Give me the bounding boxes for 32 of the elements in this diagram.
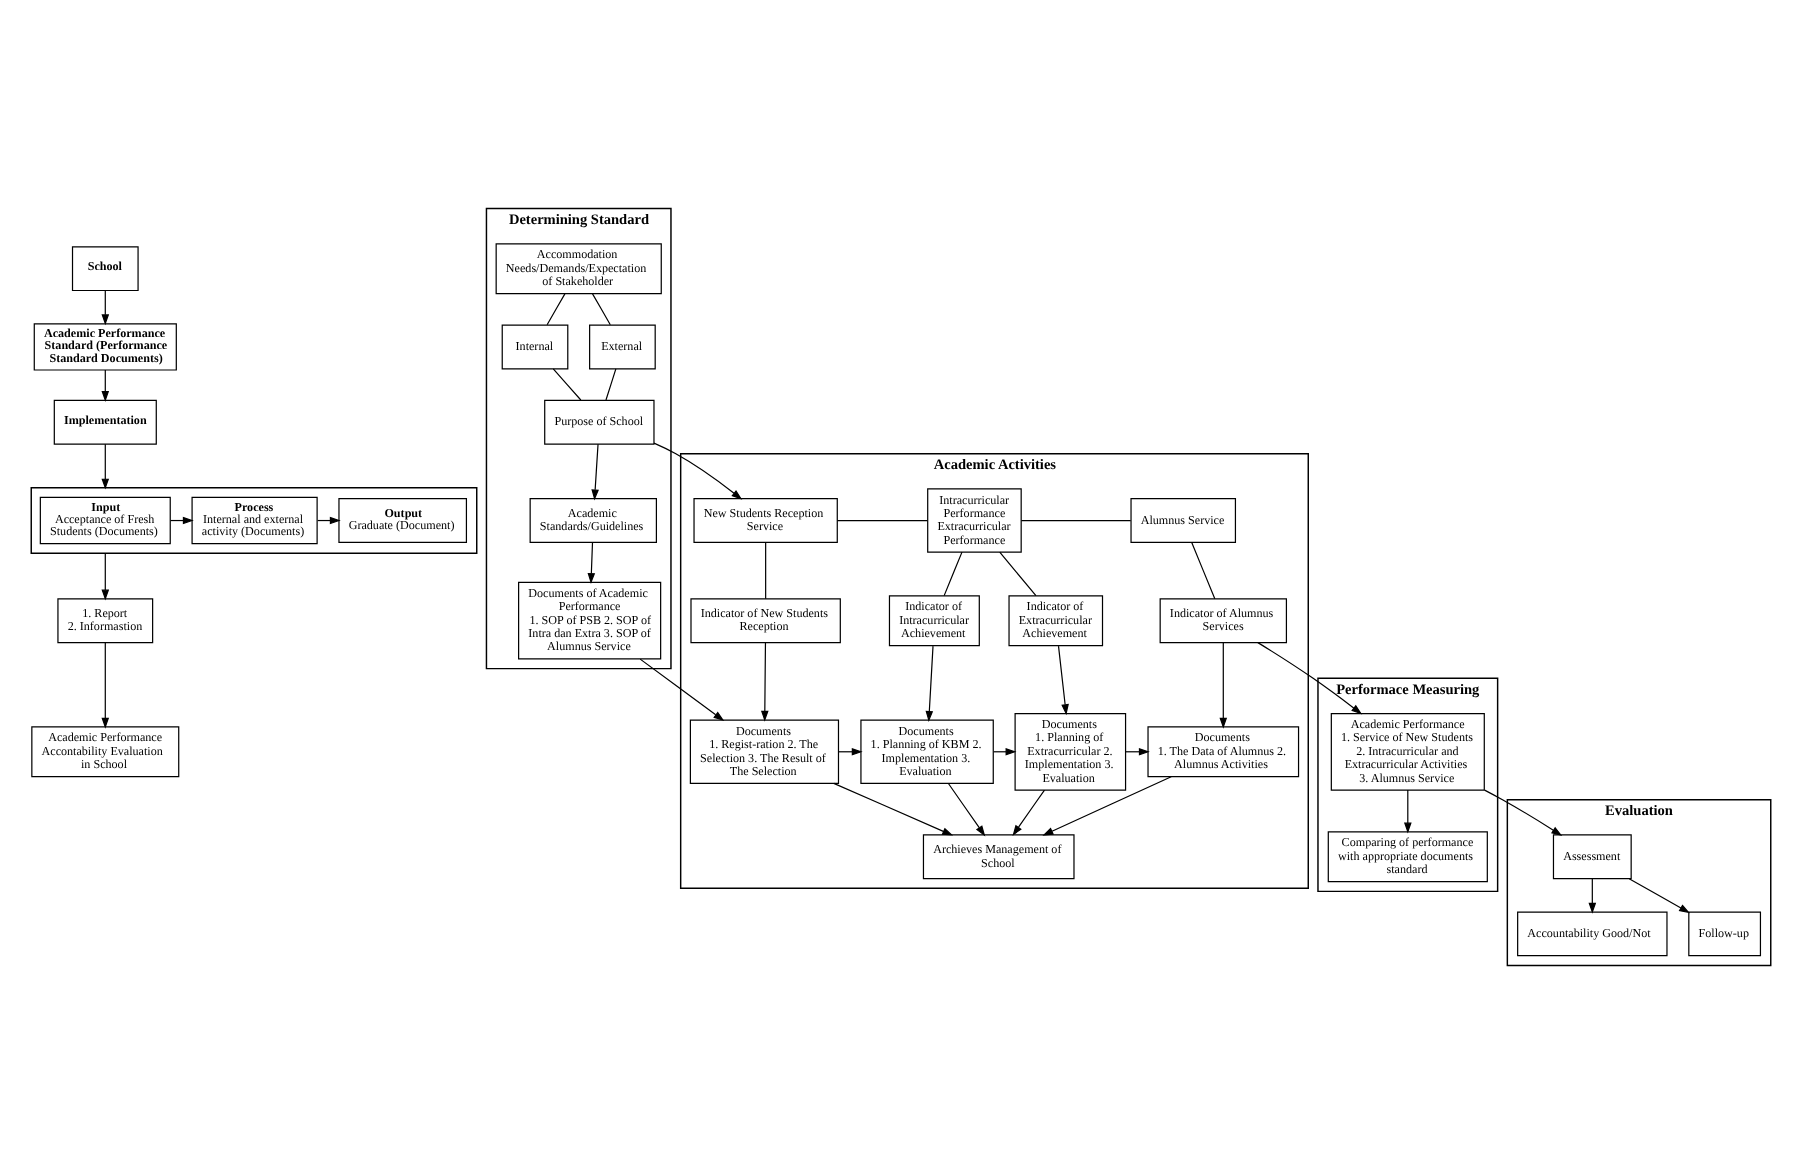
connector [546, 292, 566, 325]
arrow [101, 289, 110, 325]
arrow [1257, 641, 1363, 714]
arrow [101, 368, 110, 401]
arrow [947, 782, 986, 836]
arrow [101, 442, 110, 489]
arrow [101, 551, 110, 600]
arrow [1012, 788, 1046, 835]
arrow [1403, 788, 1412, 833]
arrow [925, 644, 934, 721]
connector [999, 550, 1037, 596]
connector [552, 367, 582, 400]
arrow [587, 540, 596, 584]
arrow [1588, 877, 1597, 913]
arrow [1628, 877, 1691, 913]
arrow [639, 657, 725, 721]
cluster [30, 486, 478, 554]
connector [1020, 518, 1132, 521]
connector [836, 518, 928, 521]
connector [591, 292, 611, 325]
arrow [653, 441, 743, 499]
connector [1191, 540, 1216, 599]
arrow [1219, 640, 1228, 728]
connector [605, 367, 617, 400]
arrow [591, 442, 599, 500]
arrow [101, 640, 110, 728]
arrow [833, 781, 954, 835]
arrow [1042, 775, 1172, 835]
connector [765, 540, 767, 599]
arrow [761, 640, 769, 721]
arrow [1057, 644, 1069, 715]
connector [943, 550, 963, 596]
